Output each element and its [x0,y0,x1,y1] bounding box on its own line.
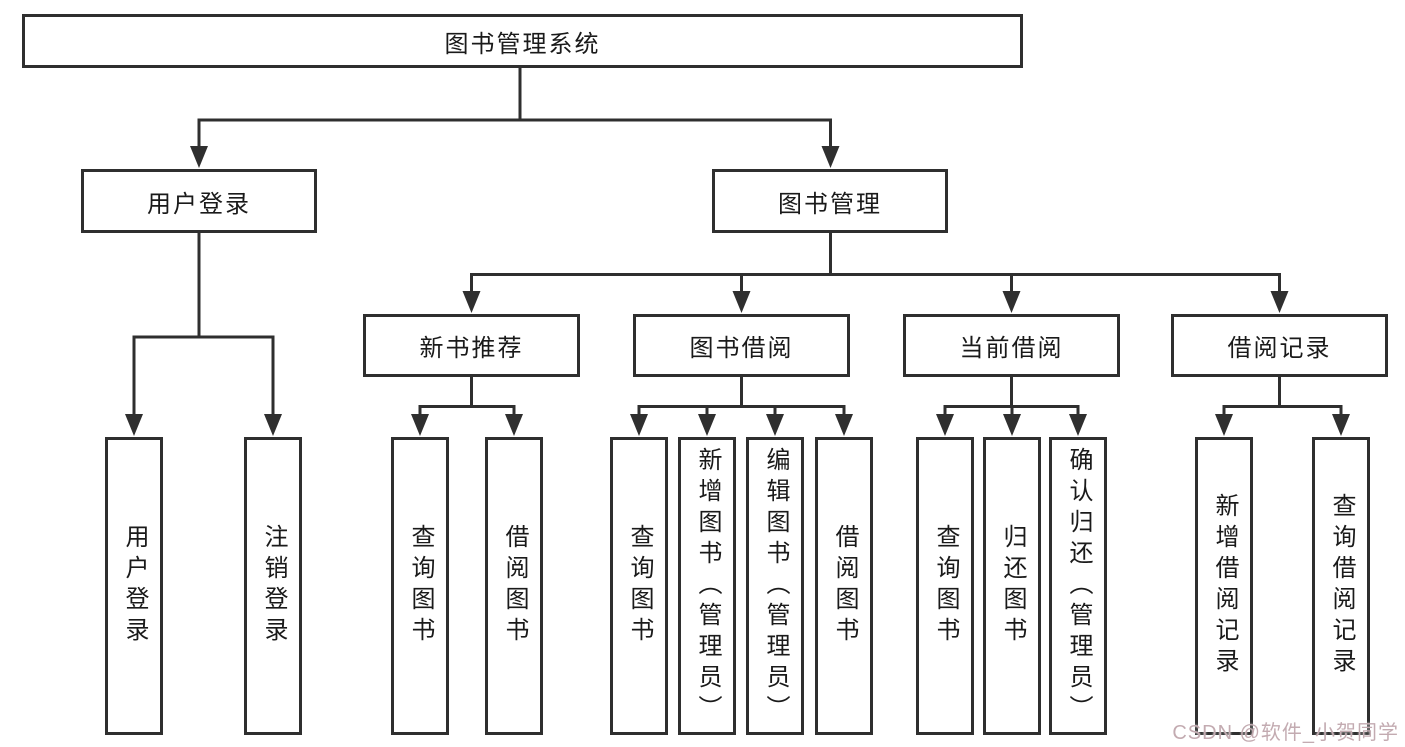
leaf-return-book: 归还图书 [983,437,1041,735]
leaf-borrow-book: 借阅图书 [815,437,873,735]
node-user-login-label: 用户登录 [147,190,251,218]
arrowhead-leaf [125,414,282,436]
leaf-confirm-return-admin: 确认归还（管理员） [1049,437,1107,735]
leaf-current-query-book: 查询图书 [916,437,974,735]
leaf-label: 用户登录 [121,524,148,648]
leaf-label: 查询图书 [626,524,653,648]
leaf-label: 借阅图书 [501,524,528,648]
node-book-management-label: 图书管理 [778,190,882,218]
node-new-book-recommend: 新书推荐 [363,314,580,377]
edge-book-borrow-children [637,377,846,425]
node-user-login: 用户登录 [81,169,317,233]
leaf-borrow-query-book: 查询图书 [610,437,668,735]
leaf-recommend-query-book: 查询图书 [391,437,449,735]
node-book-borrow: 图书借阅 [633,314,850,377]
leaf-label: 编辑图书（管理员） [762,446,789,726]
edge-book-management-children [470,233,1281,293]
leaf-label: 查询借阅记录 [1328,493,1355,679]
leaf-logout: 注销登录 [244,437,302,735]
leaf-recommend-borrow-book: 借阅图书 [485,437,543,735]
leaf-label: 新增图书（管理员） [694,446,721,726]
leaf-edit-book-admin: 编辑图书（管理员） [746,437,804,735]
leaf-label: 新增借阅记录 [1211,493,1238,679]
node-root-label: 图书管理系统 [444,30,601,58]
arrowhead-level3 [462,291,1289,313]
leaf-add-borrow-record: 新增借阅记录 [1195,437,1253,735]
edge-user-login-children [132,233,275,425]
node-current-borrow-label: 当前借阅 [959,335,1064,362]
arrowhead-leaf [411,414,523,436]
leaf-label: 注销登录 [260,524,287,648]
node-root: 图书管理系统 [22,14,1023,68]
node-book-borrow-label: 图书借阅 [689,335,794,362]
leaf-label: 查询图书 [407,524,434,648]
node-current-borrow: 当前借阅 [903,314,1120,377]
csdn-watermark: CSDN @软件_小贺同学 [1172,722,1399,744]
arrowhead-leaf [1215,414,1350,436]
edge-borrow-records-children [1222,377,1343,425]
leaf-label: 查询图书 [932,524,959,648]
leaf-user-login: 用户登录 [105,437,163,735]
node-book-management: 图书管理 [712,169,948,233]
leaf-label: 归还图书 [999,524,1026,648]
leaf-label: 借阅图书 [831,524,858,648]
leaf-label: 确认归还（管理员） [1065,446,1092,726]
leaf-query-borrow-record: 查询借阅记录 [1312,437,1370,735]
arrowhead-book-management [821,146,840,168]
node-new-book-recommend-label: 新书推荐 [419,335,524,362]
arrowhead-user-login [190,146,208,168]
edge-new-book-recommend-children [418,377,516,425]
node-borrow-records: 借阅记录 [1171,314,1388,377]
leaf-add-book-admin: 新增图书（管理员） [678,437,736,735]
arrowhead-leaf [936,414,1087,436]
node-borrow-records-label: 借阅记录 [1227,335,1332,362]
edge-root-to-level2 [197,68,832,150]
arrowhead-leaf [630,414,853,436]
